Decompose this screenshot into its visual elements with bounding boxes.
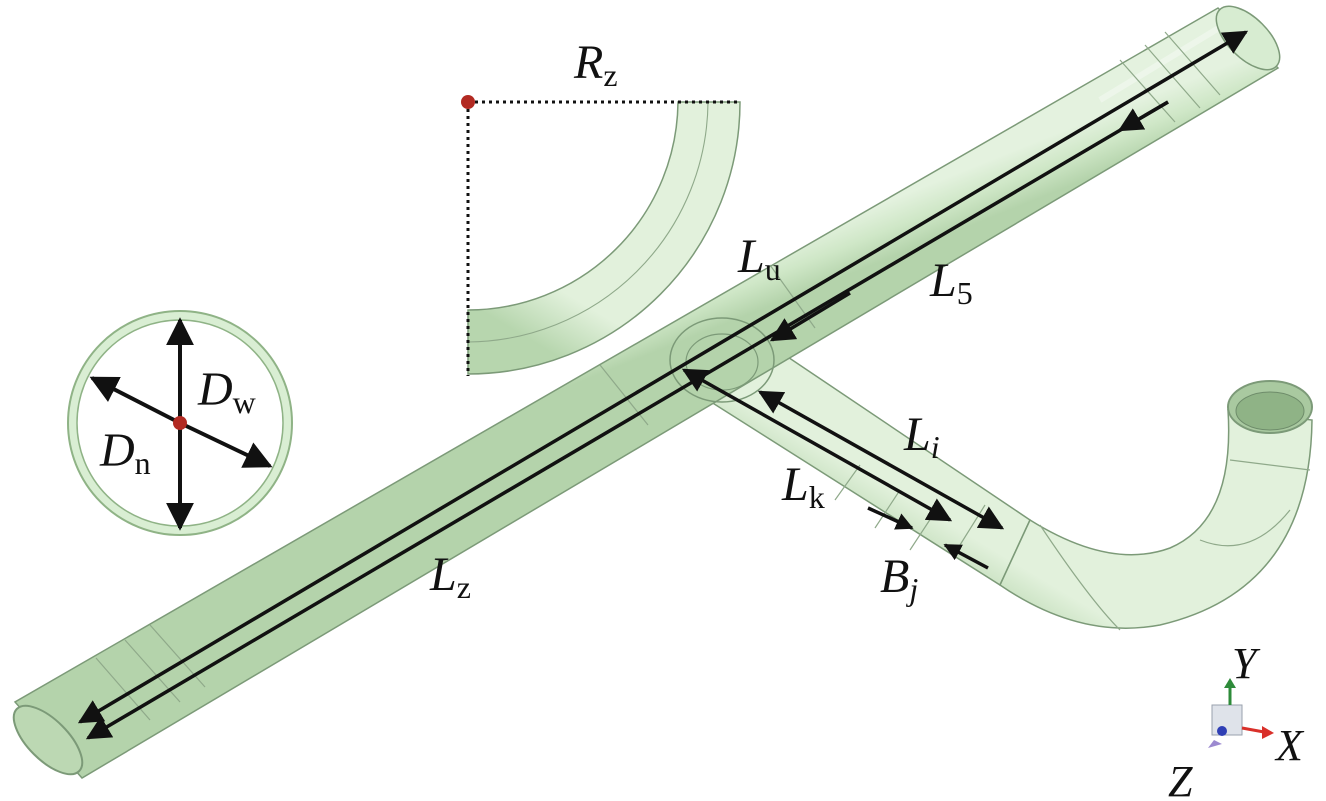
axis-label-y: Y xyxy=(1232,639,1261,688)
axis-label-z: Z xyxy=(1168,757,1193,801)
z-axis-arrow-icon xyxy=(1208,740,1222,748)
bj-right-arrow xyxy=(943,543,989,570)
label-dw: Dw xyxy=(197,363,256,420)
elbow-pipe xyxy=(999,380,1313,631)
x-axis-arrow-icon xyxy=(1262,726,1274,739)
section-center-point xyxy=(173,416,187,430)
triad-cube xyxy=(1211,704,1243,736)
bend-center-point xyxy=(461,95,475,109)
label-li: Li xyxy=(903,408,940,465)
dimension-arrows xyxy=(77,30,1249,740)
label-lu: Lu xyxy=(737,230,781,287)
axis-label-x: X xyxy=(1274,721,1305,770)
cross-section xyxy=(67,310,293,536)
axis-triad: Y X Z xyxy=(1168,639,1305,801)
li-dimension-arrow xyxy=(757,390,1005,530)
label-l5: L5 xyxy=(929,254,973,311)
label-dn: Dn xyxy=(99,424,151,481)
dimension-labels: Rz Lu L5 Li Lk Bj Lz Dw Dn xyxy=(99,36,973,607)
l5-top-arrowhead xyxy=(1117,100,1169,132)
l5-junction-arrowhead xyxy=(769,291,851,342)
lz-lower-arrow xyxy=(85,100,1169,740)
label-lk: Lk xyxy=(781,458,825,515)
y-axis-arrow-icon xyxy=(1224,678,1236,688)
bj-left-arrow xyxy=(867,506,914,530)
label-bj: Bj xyxy=(880,550,918,607)
z-axis-dot xyxy=(1217,726,1227,736)
label-rz: Rz xyxy=(573,36,618,93)
label-lz: Lz xyxy=(429,548,471,605)
x-axis-line xyxy=(1241,726,1265,734)
lz-dimension-arrow xyxy=(77,30,1249,724)
